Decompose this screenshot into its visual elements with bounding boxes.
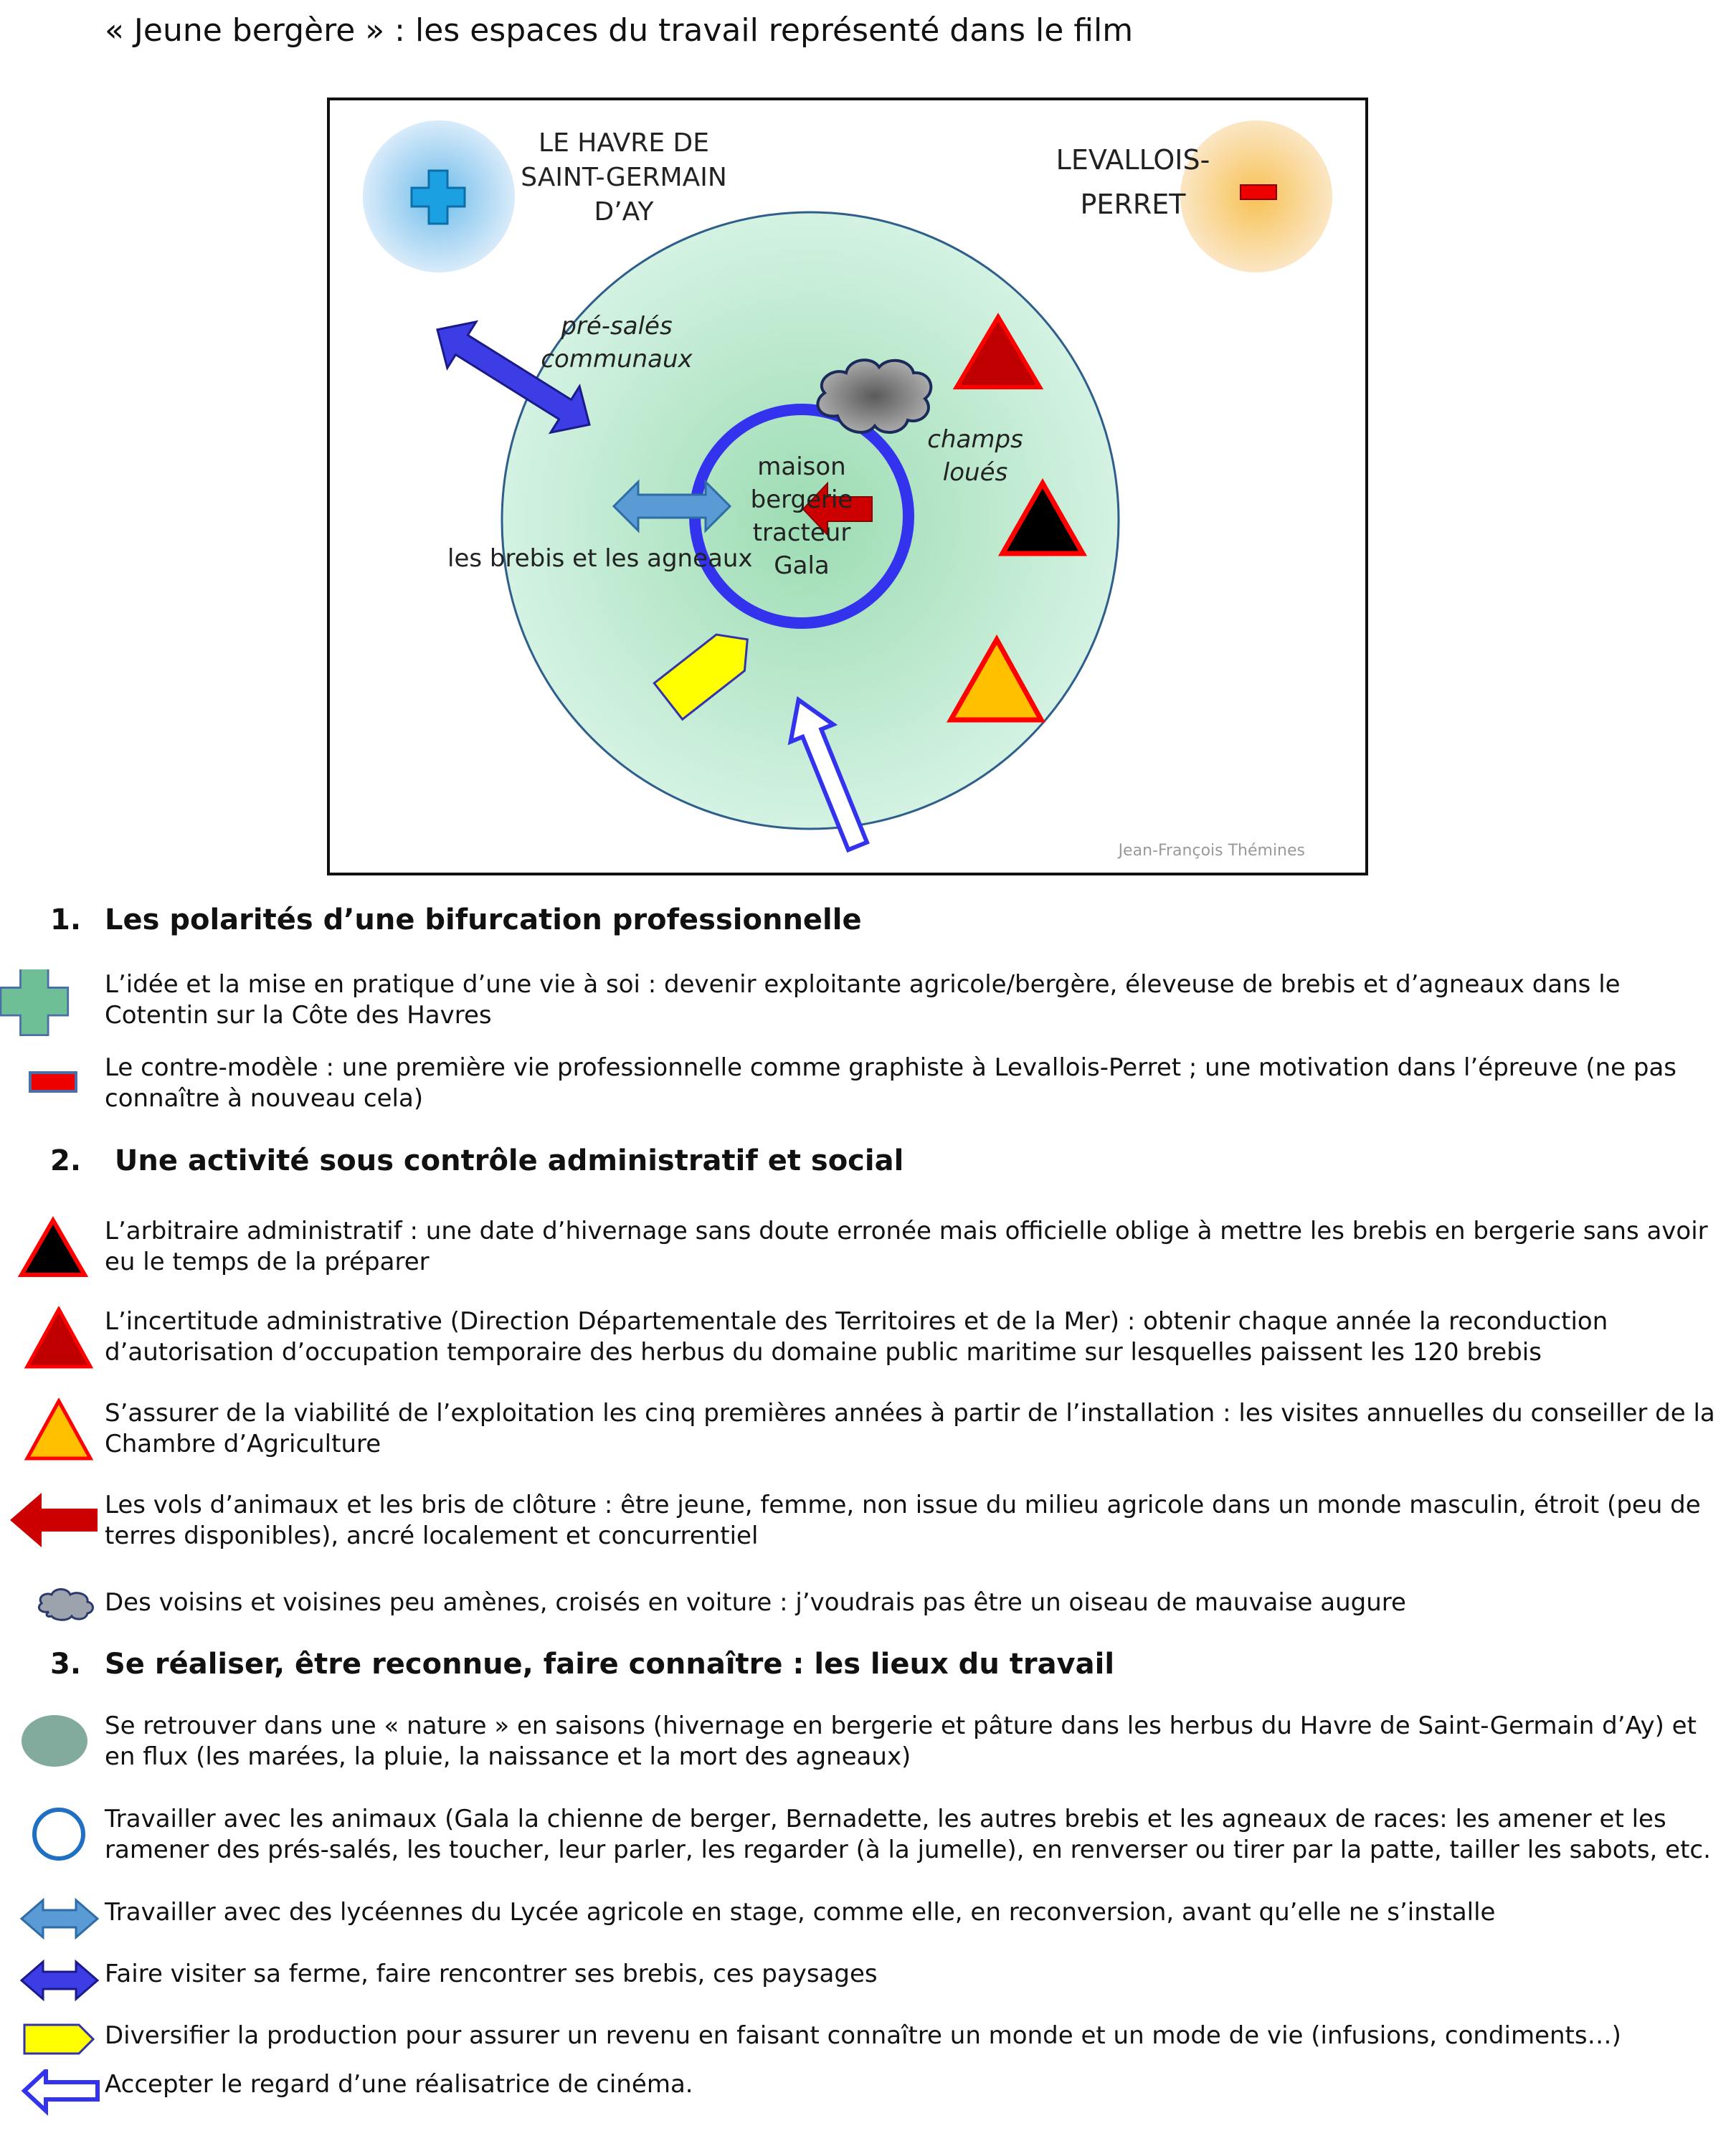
red-minus-icon (29, 1071, 77, 1093)
legend-text-cloud: Des voisins et voisines peu amènes, croi… (105, 1588, 1406, 1617)
diagram-map: LE HAVRE DE SAINT-GERMAIN D’AY LEVALLOIS… (327, 98, 1368, 875)
dark-red-triangle (952, 313, 1044, 389)
center-line-gala: Gala (774, 551, 830, 580)
territory-circle (501, 211, 1120, 830)
legend-text-plus: L’idée et la mise en pratique d’une vie … (105, 970, 1621, 1030)
pres-sales-line-1: pré-salés (561, 312, 673, 341)
legend-text-lyceennes: Travailler avec des lycéennes du Lycée a… (105, 1898, 1496, 1927)
center-line-bergerie: bergerie (750, 485, 853, 514)
pres-sales-line-2: communaux (541, 345, 693, 374)
light-blue-double-arrow (612, 479, 732, 533)
legend-text-minus: Le contre-modèle : une première vie prof… (105, 1053, 1677, 1113)
section-1-heading: 1. Les polarités d’une bifurcation profes… (50, 902, 862, 938)
levallois-label-line-1: LEVALLOIS- (1056, 144, 1210, 176)
brebis-label: les brebis et les agneaux (447, 544, 753, 573)
havre-label-line-3: D’AY (594, 197, 654, 227)
blue-ring-icon (32, 1808, 85, 1861)
legend-text-black-triangle: L’arbitraire administratif : une date d’… (105, 1217, 1708, 1276)
center-line-maison: maison (757, 452, 846, 481)
grey-cloud (816, 359, 933, 435)
legend-text-dark-red-triangle: L’incertitude administrative (Direction … (105, 1307, 1608, 1367)
blue-plus-icon (410, 169, 466, 225)
section-2-heading: 2. Une activité sous contrôle administra… (50, 1143, 903, 1179)
diagram-canvas (363, 120, 1332, 853)
hollow-blue-arrow (787, 696, 870, 853)
dark-blue-double-arrow-icon (19, 1959, 100, 2002)
dark-blue-double-arrow (436, 320, 591, 435)
author-credit: Jean-François Thémines (1118, 842, 1305, 860)
legend-text-animals: Travailler avec les animaux (Gala la chi… (105, 1805, 1711, 1864)
red-minus-icon (1240, 184, 1277, 200)
champs-line-2: loués (942, 458, 1008, 487)
section-2-number: 2. (50, 1144, 82, 1177)
legend-text-nature: Se retrouver dans une « nature » en sais… (105, 1712, 1697, 1771)
farm-center-label: maison bergerie tracteur Gala (723, 450, 881, 582)
center-line-tracteur: tracteur (752, 518, 851, 547)
yellow-arrow (653, 633, 749, 721)
section-1-title: Les polarités d’une bifurcation professi… (105, 903, 862, 936)
black-triangle-icon (17, 1216, 89, 1277)
dark-red-triangle-icon (24, 1306, 94, 1369)
red-arrow-icon (10, 1493, 98, 1547)
orange-triangle-icon (24, 1398, 94, 1461)
legend-text-orange-triangle: S’assurer de la viabilité de l’exploitat… (105, 1399, 1715, 1458)
section-1-number: 1. (50, 903, 82, 936)
havre-label-line-1: LE HAVRE DE (539, 128, 709, 158)
levallois-label: LEVALLOIS- PERRET (1047, 138, 1219, 227)
legend-text-red-arrow: Les vols d’animaux et les bris de clôtur… (105, 1491, 1701, 1550)
grey-cloud-icon (37, 1588, 94, 1621)
black-triangle (997, 478, 1088, 556)
green-ellipse-icon (22, 1715, 87, 1767)
section-3-heading: 3. Se réaliser, être reconnue, faire conn… (50, 1646, 1114, 1682)
orange-triangle (946, 634, 1045, 723)
light-blue-double-arrow-icon (19, 1897, 100, 1940)
pres-sales-label: pré-salés communaux (523, 310, 710, 376)
yellow-arrow-icon (23, 2023, 95, 2055)
havre-label: LE HAVRE DE SAINT-GERMAIN D’AY (502, 126, 746, 229)
red-arrow-shape (802, 481, 873, 537)
page-title: « Jeune bergère » : les espaces du trava… (105, 12, 1134, 49)
hollow-blue-arrow-icon (21, 2069, 100, 2116)
legend-text-camera: Accepter le regard d’une réalisatrice de… (105, 2070, 693, 2099)
levallois-label-line-2: PERRET (1080, 189, 1186, 220)
champs-line-1: champs (927, 425, 1023, 454)
section-2-title: Une activité sous contrôle administratif… (105, 1144, 904, 1177)
section-3-number: 3. (50, 1648, 82, 1681)
green-plus-icon (0, 969, 70, 1037)
legend-text-diversify: Diversifier la production pour assurer u… (105, 2021, 1621, 2050)
champs-label: champs loués (911, 423, 1040, 489)
legend-text-visits: Faire visiter sa ferme, faire rencontrer… (105, 1960, 878, 1988)
havre-label-line-2: SAINT-GERMAIN (521, 163, 727, 192)
section-3-title: Se réaliser, être reconnue, faire connaî… (105, 1648, 1115, 1681)
